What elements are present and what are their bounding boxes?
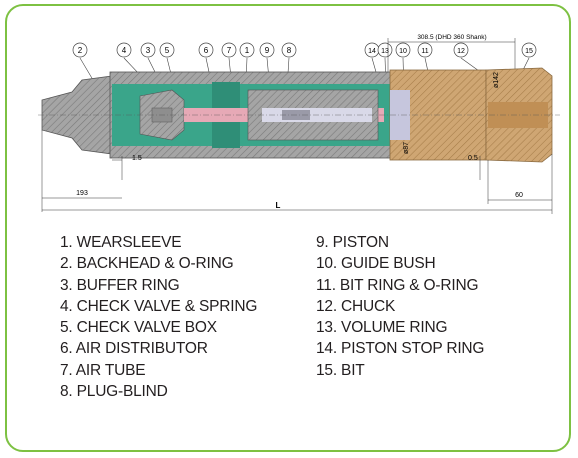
svg-text:0.5: 0.5 — [468, 155, 478, 162]
svg-text:2: 2 — [78, 46, 83, 55]
shank-dimension: 308.5 (DHD 360 Shank) — [387, 34, 516, 76]
list-item: 2. BACKHEAD & O-RING — [60, 255, 234, 273]
svg-text:15: 15 — [525, 48, 533, 55]
diameter-outer-label: ø142 — [493, 72, 500, 88]
list-item: 11. BIT RING & O-RING — [316, 276, 479, 294]
svg-text:4: 4 — [122, 46, 127, 55]
svg-text:3: 3 — [146, 46, 151, 55]
hammer-cross-section-diagram: 2 4 3 5 6 7 1 9 8 14 13 10 11 12 15 308.… — [38, 34, 560, 214]
svg-text:308.5 (DHD 360 Shank): 308.5 (DHD 360 Shank) — [417, 34, 486, 41]
callout-6: 6 — [198, 42, 214, 87]
callout-9: 9 — [259, 42, 275, 91]
list-item: 12. CHUCK — [316, 297, 396, 315]
svg-text:L: L — [276, 201, 281, 210]
list-item: 6. AIR DISTRIBUTOR — [60, 340, 208, 358]
list-item: 7. AIR TUBE — [60, 361, 146, 379]
svg-text:7: 7 — [227, 46, 232, 55]
svg-text:6: 6 — [204, 46, 209, 55]
svg-text:13: 13 — [381, 48, 389, 55]
list-item: 8. PLUG-BLIND — [60, 383, 168, 401]
hammer-body — [38, 67, 560, 163]
list-item: 15. BIT — [316, 361, 365, 379]
svg-text:1.5: 1.5 — [132, 155, 142, 162]
svg-text:9: 9 — [265, 46, 270, 55]
list-item: 4. CHECK VALVE & SPRING — [60, 297, 258, 315]
list-item: 14. PISTON STOP RING — [316, 340, 485, 358]
diameter-inner-label: ø87 — [403, 142, 410, 154]
callout-11: 11 — [417, 42, 433, 91]
callout-12: 12 — [453, 42, 487, 77]
list-item: 1. WEARSLEEVE — [60, 234, 182, 251]
list-item: 3. BUFFER RING — [60, 276, 180, 294]
list-item: 9. PISTON — [316, 234, 389, 251]
length-dimensions: 1.5 0.5 193 L 60 — [41, 130, 553, 214]
parts-list-left: 1. WEARSLEEVE 2. BACKHEAD & O-RING 3. BU… — [60, 232, 257, 402]
callout-1: 1 — [239, 42, 255, 83]
svg-text:14: 14 — [368, 48, 376, 55]
list-item: 13. VOLUME RING — [316, 319, 448, 337]
svg-text:60: 60 — [515, 192, 523, 199]
svg-text:5: 5 — [165, 46, 170, 55]
svg-text:1: 1 — [245, 46, 250, 55]
svg-text:10: 10 — [399, 48, 407, 55]
list-item: 5. CHECK VALVE BOX — [60, 319, 217, 337]
svg-text:8: 8 — [287, 46, 292, 55]
svg-text:12: 12 — [457, 48, 465, 55]
svg-text:11: 11 — [421, 48, 428, 55]
svg-text:193: 193 — [76, 190, 88, 197]
parts-list-right: 9. PISTON 10. GUIDE BUSH 11. BIT RING & … — [316, 232, 484, 381]
list-item: 10. GUIDE BUSH — [316, 255, 436, 273]
